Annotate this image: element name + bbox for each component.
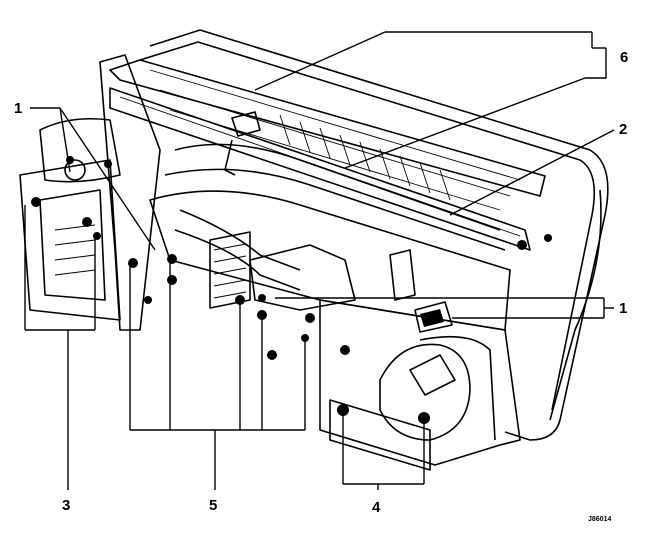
callout-1-right: 1 bbox=[619, 300, 627, 317]
leader-lines bbox=[24, 31, 615, 490]
callout-4: 4 bbox=[372, 499, 381, 516]
reference-code: J86014 bbox=[588, 516, 611, 523]
callout-3: 3 bbox=[62, 497, 70, 514]
callout-6: 6 bbox=[620, 49, 628, 66]
heater-housing-assembly-drawing bbox=[19, 29, 609, 471]
callout-5: 5 bbox=[209, 497, 217, 514]
callout-2: 2 bbox=[619, 121, 627, 138]
callout-1-left: 1 bbox=[14, 100, 22, 117]
